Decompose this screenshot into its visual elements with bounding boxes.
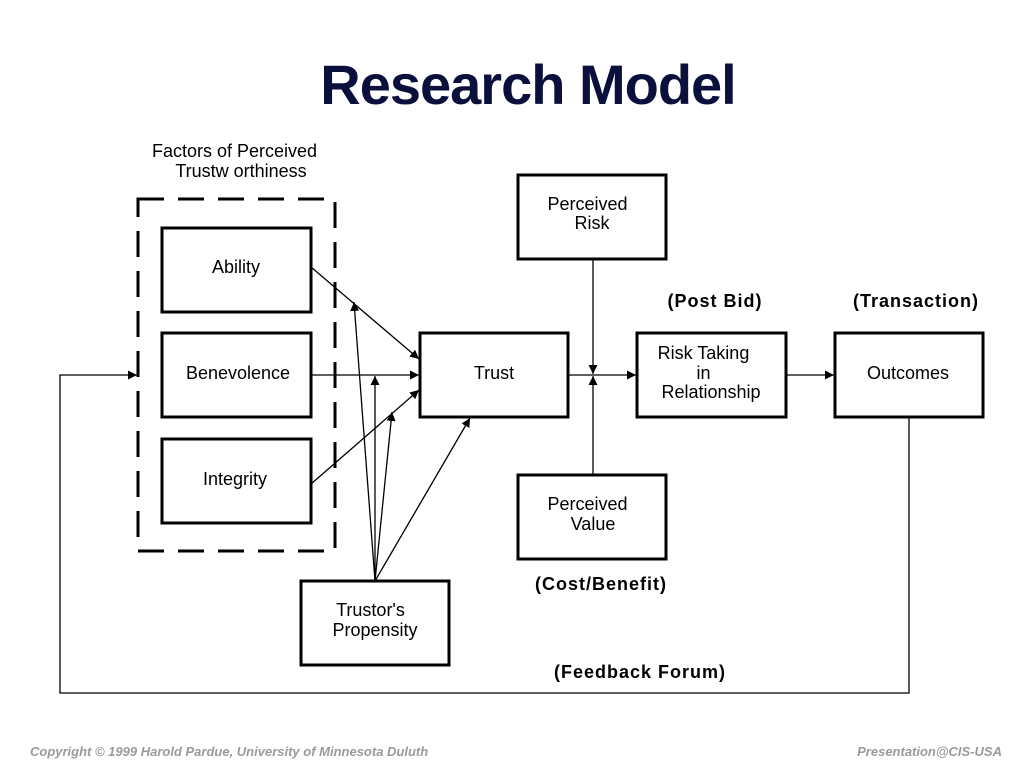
integrity-label: Integrity <box>203 469 267 489</box>
risk-taking-label: Risk Taking in Relationship <box>658 343 761 402</box>
perceived-value-line-1: Perceived <box>547 494 627 514</box>
propensity-line-1: Trustor's <box>336 600 405 620</box>
cost-benefit-annotation: (Cost/Benefit) <box>535 574 667 594</box>
perceived-risk-line-2: Risk <box>575 213 611 233</box>
slide-title: Research Model <box>320 53 737 116</box>
propensity-label: Trustor's Propensity <box>332 600 417 640</box>
feedback-loop-arrow <box>59 370 910 694</box>
trust-label: Trust <box>474 363 514 383</box>
arrow-propensity-to-trust <box>374 417 471 582</box>
propensity-line-2: Propensity <box>332 620 417 640</box>
presentation-footer: Presentation@CIS-USA <box>857 744 1002 759</box>
perceived-risk-label: Perceived Risk <box>547 194 632 233</box>
arrow-ability-to-trust <box>310 266 420 360</box>
copyright-footer: Copyright © 1999 Harold Pardue, Universi… <box>30 744 429 759</box>
risk-taking-line-2: in <box>696 363 710 383</box>
group-label-line-1: Factors of Perceived <box>152 141 317 161</box>
ability-label: Ability <box>212 257 260 277</box>
arrow-integrity-to-trust <box>310 389 420 485</box>
trust-box <box>418 331 570 419</box>
perceived-risk-box <box>516 173 668 261</box>
transaction-annotation: (Transaction) <box>853 291 979 311</box>
perceived-value-line-2: Value <box>571 514 616 534</box>
benevolence-label: Benevolence <box>186 363 290 383</box>
group-label-line-2: Trustw orthiness <box>175 161 306 181</box>
perceived-value-label: Perceived Value <box>547 494 632 534</box>
integrity-box <box>160 437 313 525</box>
risk-taking-line-1: Risk Taking <box>658 343 750 363</box>
perceived-risk-line-1: Perceived <box>547 194 627 214</box>
post-bid-annotation: (Post Bid) <box>668 291 763 311</box>
benevolence-box <box>160 331 313 419</box>
ability-box <box>160 226 313 314</box>
perceived-value-box <box>516 473 668 561</box>
feedback-forum-annotation: (Feedback Forum) <box>554 662 726 682</box>
arrow-propensity-to-integrity-path <box>374 411 396 582</box>
risk-taking-box <box>635 331 788 419</box>
risk-taking-line-3: Relationship <box>661 382 760 402</box>
group-label: Factors of Perceived Trustw orthiness <box>152 141 322 181</box>
outcomes-label: Outcomes <box>867 363 949 383</box>
arrow-propensity-to-ability-path <box>350 301 376 582</box>
propensity-box <box>299 579 451 667</box>
